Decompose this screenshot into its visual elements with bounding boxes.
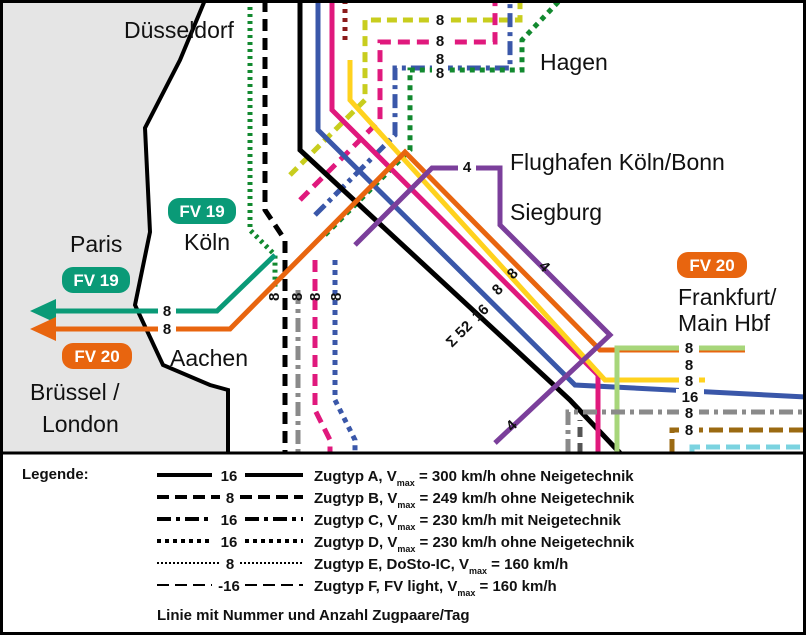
count-sum-52: Σ 52 bbox=[443, 318, 476, 351]
count-diag-16: 16 bbox=[469, 301, 493, 325]
count-west-8b: 8 bbox=[163, 321, 171, 338]
count-hagen-4: 8 bbox=[436, 65, 444, 82]
badge-fv19-left: FV 19 bbox=[62, 267, 130, 293]
count-west-8a: 8 bbox=[163, 303, 171, 320]
legend-panel bbox=[0, 453, 806, 635]
line-black-dashed bbox=[262, 0, 288, 453]
svg-text:FV 20: FV 20 bbox=[689, 256, 734, 275]
count-ffm-8e: 8 bbox=[685, 422, 693, 439]
svg-text:FV 19: FV 19 bbox=[73, 271, 118, 290]
legend-desc-4: Zugtyp E, DoSto-IC, Vmax = 160 km/h bbox=[314, 556, 568, 576]
city-flughafen: Flughafen Köln/Bonn bbox=[510, 149, 725, 175]
line-fv20-orange bbox=[50, 148, 745, 353]
line-fv19-green bbox=[50, 253, 277, 314]
count-hagen-3: 8 bbox=[436, 51, 444, 68]
legend-row-5: -16 Zugtyp F, FV light, Vmax = 160 km/h bbox=[218, 578, 557, 598]
svg-text:FV 20: FV 20 bbox=[74, 347, 119, 366]
legend-title: Legende: bbox=[22, 466, 89, 483]
line-yellow-solid bbox=[347, 60, 705, 383]
city-hagen: Hagen bbox=[540, 49, 608, 75]
city-frankfurt-2: Main Hbf bbox=[678, 310, 771, 336]
line-green-dotted bbox=[247, 0, 278, 290]
legend-num-5: -16 bbox=[218, 578, 240, 595]
line-navy-dashed-koeln bbox=[332, 260, 358, 453]
count-ffm-8d: 8 bbox=[685, 405, 693, 422]
count-boxes bbox=[158, 10, 704, 438]
count-ffm-8a: 8 bbox=[685, 340, 693, 357]
count-koeln-8d: 8 bbox=[328, 293, 345, 301]
legend-num-4: 8 bbox=[226, 556, 234, 573]
count-hagen-1: 8 bbox=[436, 12, 444, 29]
city-frankfurt-1: Frankfurt/ bbox=[678, 284, 777, 310]
legend-num-2: 16 bbox=[221, 512, 238, 529]
city-london: London bbox=[42, 411, 119, 437]
city-koeln: Köln bbox=[184, 229, 230, 255]
line-cyan-dashed bbox=[689, 444, 806, 453]
legend-desc-1: Zugtyp B, Vmax = 249 km/h ohne Neigetech… bbox=[314, 490, 635, 510]
legend-desc-2: Zugtyp C, Vmax = 230 km/h mit Neigetechn… bbox=[314, 512, 621, 532]
legend-samples bbox=[157, 473, 303, 586]
count-flughafen: 4 bbox=[463, 159, 472, 176]
count-koeln-8a: 8 bbox=[266, 293, 283, 301]
legend-row-3: 16 Zugtyp D, Vmax = 230 km/h ohne Neiget… bbox=[221, 534, 635, 554]
city-aachen: Aachen bbox=[170, 345, 248, 371]
city-bruessel: Brüssel / bbox=[30, 379, 120, 405]
badge-fv20-right: FV 20 bbox=[677, 252, 747, 278]
legend-row-4: 8 Zugtyp E, DoSto-IC, Vmax = 160 km/h bbox=[226, 556, 569, 576]
count-hagen-2: 8 bbox=[436, 33, 444, 50]
city-paris: Paris bbox=[70, 231, 122, 257]
legend-desc-3: Zugtyp D, Vmax = 230 km/h ohne Neigetech… bbox=[314, 534, 635, 554]
count-ffm-8c: 8 bbox=[685, 373, 693, 390]
line-navy-dashdot bbox=[313, 0, 513, 217]
legend-desc-0: Zugtyp A, Vmax = 300 km/h ohne Neigetech… bbox=[314, 468, 634, 488]
badge-fv19-top: FV 19 bbox=[168, 198, 236, 224]
line-pink-dashed bbox=[298, 0, 498, 202]
line-pink-solid bbox=[329, 0, 601, 453]
western-land-area bbox=[0, 0, 228, 453]
arrow-fv20-west bbox=[30, 317, 56, 341]
legend-num-0: 16 bbox=[221, 468, 238, 485]
line-black-solid bbox=[297, 0, 622, 455]
badge-fv20-left: FV 20 bbox=[62, 343, 132, 369]
count-koeln-8b: 8 bbox=[289, 293, 306, 301]
legend-num-3: 16 bbox=[221, 534, 238, 551]
arrow-fv19-west bbox=[30, 299, 56, 323]
country-border bbox=[132, 0, 230, 453]
line-lightgreen bbox=[614, 345, 745, 453]
legend-desc-5: Zugtyp F, FV light, Vmax = 160 km/h bbox=[314, 578, 557, 598]
line-pink-dashed-koeln bbox=[312, 260, 333, 453]
purple-lines bbox=[353, 165, 614, 445]
city-duesseldorf: Düsseldorf bbox=[124, 17, 235, 43]
city-siegburg: Siegburg bbox=[510, 199, 602, 225]
line-brown-dashed bbox=[669, 427, 806, 453]
line-gray-dashdot-east bbox=[565, 409, 806, 453]
koeln-lines bbox=[247, 0, 358, 453]
legend-row-0: 16 Zugtyp A, Vmax = 300 km/h ohne Neiget… bbox=[221, 468, 635, 488]
line-purple-solid bbox=[353, 165, 614, 445]
frankfurt-lines bbox=[565, 345, 806, 453]
count-ffm-16: 16 bbox=[682, 389, 699, 406]
legend-num-1: 8 bbox=[226, 490, 234, 507]
legend-footer: Linie mit Nummer und Anzahl Zugpaare/Tag bbox=[157, 607, 470, 624]
legend-row-2: 16 Zugtyp C, Vmax = 230 km/h mit Neigete… bbox=[221, 512, 622, 532]
line-olive-dotted bbox=[288, 0, 523, 177]
legend-row-1: 8 Zugtyp B, Vmax = 249 km/h ohne Neigete… bbox=[226, 490, 635, 510]
svg-text:FV 19: FV 19 bbox=[179, 202, 224, 221]
count-koeln-8c: 8 bbox=[307, 293, 324, 301]
count-ffm-8b: 8 bbox=[685, 357, 693, 374]
